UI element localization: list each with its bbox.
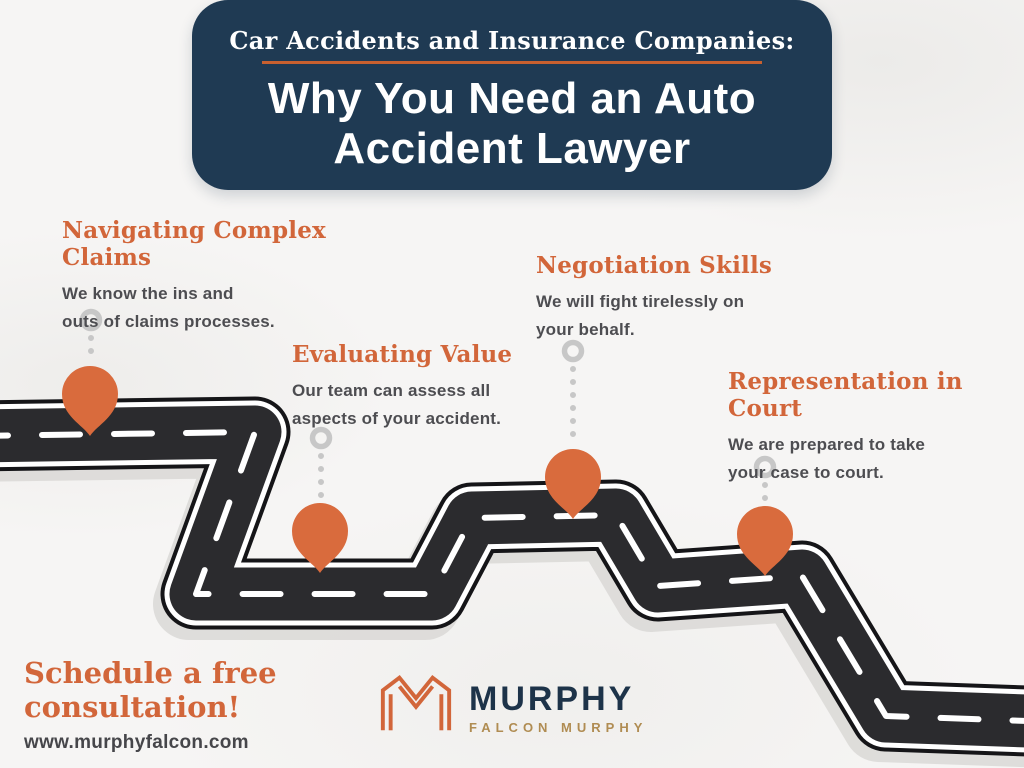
cta-line1: Schedule a free xyxy=(24,656,277,690)
ring-dot-icon xyxy=(753,455,777,479)
cta-block: Schedule a free consultation! www.murphy… xyxy=(24,656,324,754)
header-banner: Car Accidents and Insurance Companies: W… xyxy=(192,0,832,190)
m-monogram-icon xyxy=(380,674,452,731)
header-eyebrow: Car Accidents and Insurance Companies: xyxy=(229,26,795,55)
milestone-title: Navigating Complex Claims xyxy=(62,217,326,271)
milestone-negotiation-skills: Negotiation Skills We will fight tireles… xyxy=(536,252,816,343)
milestone-title: Representation in Court xyxy=(728,368,963,422)
ring-dot-icon xyxy=(561,339,585,363)
milestone-representation-court: Representation in Court We are prepared … xyxy=(728,368,1008,486)
ring-dot-icon xyxy=(79,308,103,332)
ring-dot-icon xyxy=(309,426,333,450)
firm-logo: MURPHY FALCON MURPHY xyxy=(377,674,647,734)
milestone-description: We will fight tirelessly on your behalf. xyxy=(536,292,745,339)
logo-name: MURPHY xyxy=(469,680,635,718)
milestone-description: Our team can assess all aspects of your … xyxy=(292,381,502,428)
logo-subtitle: FALCON MURPHY xyxy=(469,720,648,735)
page-title: Why You Need an Auto Accident Lawyer xyxy=(267,74,757,173)
website-url: www.murphyfalcon.com xyxy=(24,732,249,754)
logo-wordmark: MURPHY FALCON MURPHY xyxy=(469,674,647,734)
cta-line2: consultation! xyxy=(24,690,241,725)
connectors xyxy=(79,308,777,503)
milestone-description: We are prepared to take your case to cou… xyxy=(728,435,926,482)
milestone-title: Evaluating Value xyxy=(292,341,513,368)
milestone-description: We know the ins and outs of claims proce… xyxy=(62,284,275,331)
milestone-evaluating-value: Evaluating Value Our team can assess all… xyxy=(292,341,572,432)
milestone-title: Negotiation Skills xyxy=(536,252,773,279)
milestone-navigating-claims: Navigating Complex Claims We know the in… xyxy=(62,217,342,335)
header-divider xyxy=(262,61,762,64)
